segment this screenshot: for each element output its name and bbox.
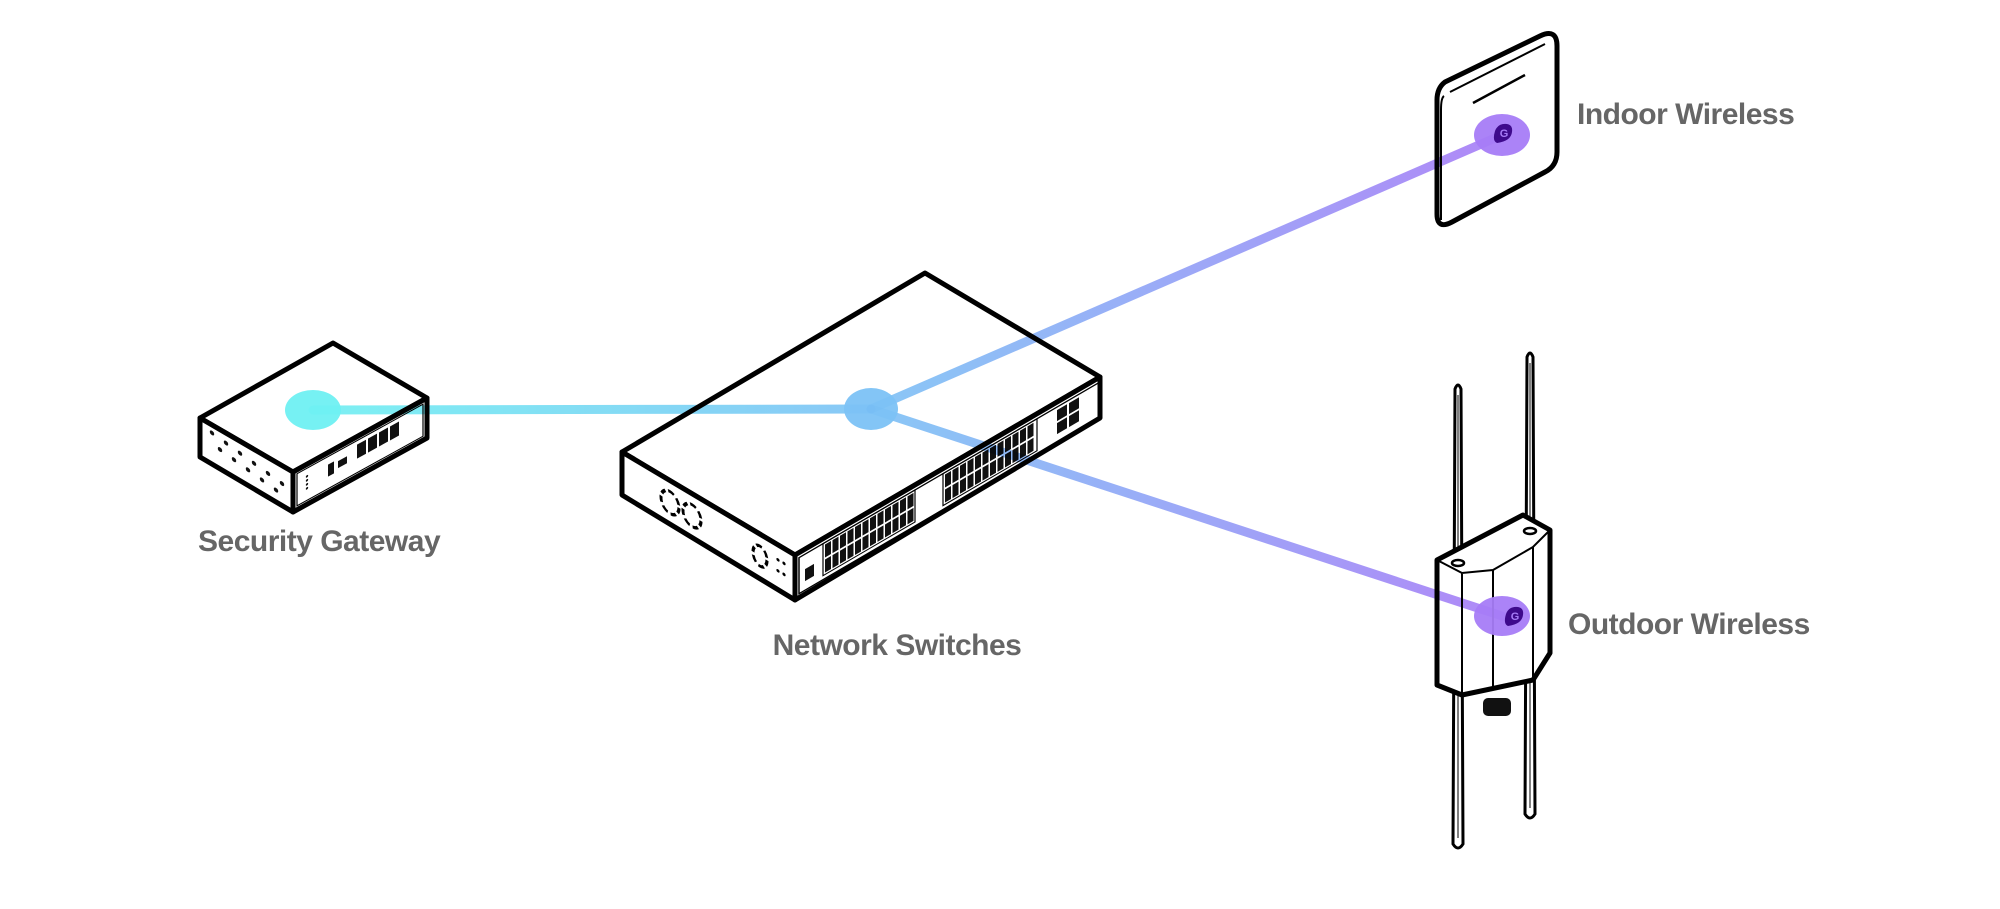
ethernet-port xyxy=(1020,427,1026,444)
ethernet-port xyxy=(967,457,974,475)
g-logo-icon: G xyxy=(1493,123,1513,143)
ethernet-port xyxy=(990,459,996,477)
status-led xyxy=(305,486,309,490)
console-port xyxy=(328,461,334,477)
ethernet-port xyxy=(847,542,854,560)
status-led xyxy=(305,482,309,486)
ethernet-port xyxy=(892,516,899,534)
cable-connector xyxy=(1483,698,1511,716)
fan-icon xyxy=(659,488,681,517)
ethernet-port xyxy=(885,505,891,523)
sfp-port xyxy=(1057,417,1067,435)
ethernet-port xyxy=(877,510,884,527)
ethernet-port xyxy=(982,449,989,466)
switch-hub-node xyxy=(844,388,898,430)
ethernet-port xyxy=(960,477,966,494)
ethernet-port xyxy=(855,523,861,540)
ethernet-port xyxy=(945,470,951,488)
ethernet-port xyxy=(952,481,959,499)
indoor-node: G xyxy=(1474,114,1530,156)
ethernet-port xyxy=(907,492,914,510)
ethernet-port xyxy=(892,501,899,519)
vent-hole xyxy=(231,457,237,463)
status-led xyxy=(305,474,309,478)
switch-port-panel xyxy=(798,381,1100,595)
antenna-base xyxy=(1450,558,1466,568)
ethernet-port xyxy=(825,540,831,558)
vent-hole xyxy=(209,430,215,436)
ethernet-port xyxy=(855,538,861,555)
console-port xyxy=(805,563,814,582)
ethernet-port xyxy=(1027,437,1034,455)
label-indoor-wireless: Indoor Wireless xyxy=(1577,98,1794,131)
vent-hole xyxy=(259,477,265,483)
port-group xyxy=(822,489,916,577)
link-switch-indoor xyxy=(866,130,1507,414)
gateway-vents xyxy=(209,430,285,493)
outdoor-wireless-device xyxy=(1434,351,1553,850)
ethernet-port xyxy=(967,472,974,490)
ethernet-port xyxy=(870,514,876,532)
sfp-port xyxy=(1069,397,1079,415)
ethernet-port xyxy=(379,427,388,447)
ethernet-port xyxy=(862,519,869,536)
label-outdoor-wireless: Outdoor Wireless xyxy=(1568,608,1810,641)
link-gateway-switch xyxy=(308,404,876,415)
fan-icon xyxy=(751,543,769,569)
ethernet-port xyxy=(862,534,869,551)
ethernet-port xyxy=(357,439,366,459)
link-switch-outdoor xyxy=(866,404,1507,621)
gateway-port-panel xyxy=(296,403,424,507)
sfp-port xyxy=(1057,404,1067,422)
ethernet-port xyxy=(945,485,951,503)
ethernet-port xyxy=(900,497,906,514)
gateway-panel-frame xyxy=(296,403,424,507)
ethernet-port xyxy=(1005,435,1011,453)
label-security-gateway: Security Gateway xyxy=(198,525,441,558)
label-network-switches: Network Switches xyxy=(773,629,1022,662)
vent-hole xyxy=(237,450,243,456)
status-led xyxy=(305,478,309,482)
ethernet-port xyxy=(825,555,831,573)
ethernet-port xyxy=(975,453,981,470)
ethernet-port xyxy=(982,464,989,481)
ethernet-port xyxy=(907,507,914,525)
ethernet-port xyxy=(840,532,846,549)
ethernet-port xyxy=(952,466,959,484)
ethernet-port xyxy=(832,536,839,554)
ethernet-port xyxy=(997,455,1004,472)
ethernet-port xyxy=(900,512,906,529)
switch-side-panel xyxy=(659,488,786,577)
ethernet-port xyxy=(847,527,854,545)
network-switch-device xyxy=(619,270,1103,603)
ethernet-port xyxy=(368,433,377,453)
vent-hole xyxy=(223,440,229,446)
ethernet-port xyxy=(877,525,884,542)
ethernet-port xyxy=(840,547,846,564)
antenna-base xyxy=(1522,526,1538,536)
vent-hole xyxy=(217,447,223,453)
g-logo-icon: G xyxy=(1504,606,1524,626)
gateway-node xyxy=(285,390,341,430)
fan-icon xyxy=(681,501,703,530)
outdoor-node: G xyxy=(1474,596,1530,636)
vent-hole xyxy=(273,487,279,493)
vent-hole xyxy=(279,481,285,487)
ethernet-port xyxy=(1027,422,1034,440)
svg-text:G: G xyxy=(1500,128,1509,140)
ethernet-port xyxy=(1012,431,1019,449)
sfp-port xyxy=(1069,410,1079,428)
ethernet-port xyxy=(390,421,399,441)
ethernet-port xyxy=(832,551,839,569)
vent-hole xyxy=(251,460,257,466)
ethernet-port xyxy=(885,520,891,538)
svg-text:G: G xyxy=(1511,611,1520,623)
usb-port xyxy=(338,456,347,469)
ethernet-port xyxy=(870,529,876,547)
ethernet-port xyxy=(960,462,966,479)
vent-hole xyxy=(265,470,271,476)
vent-hole xyxy=(245,467,251,473)
ethernet-port xyxy=(975,468,981,485)
